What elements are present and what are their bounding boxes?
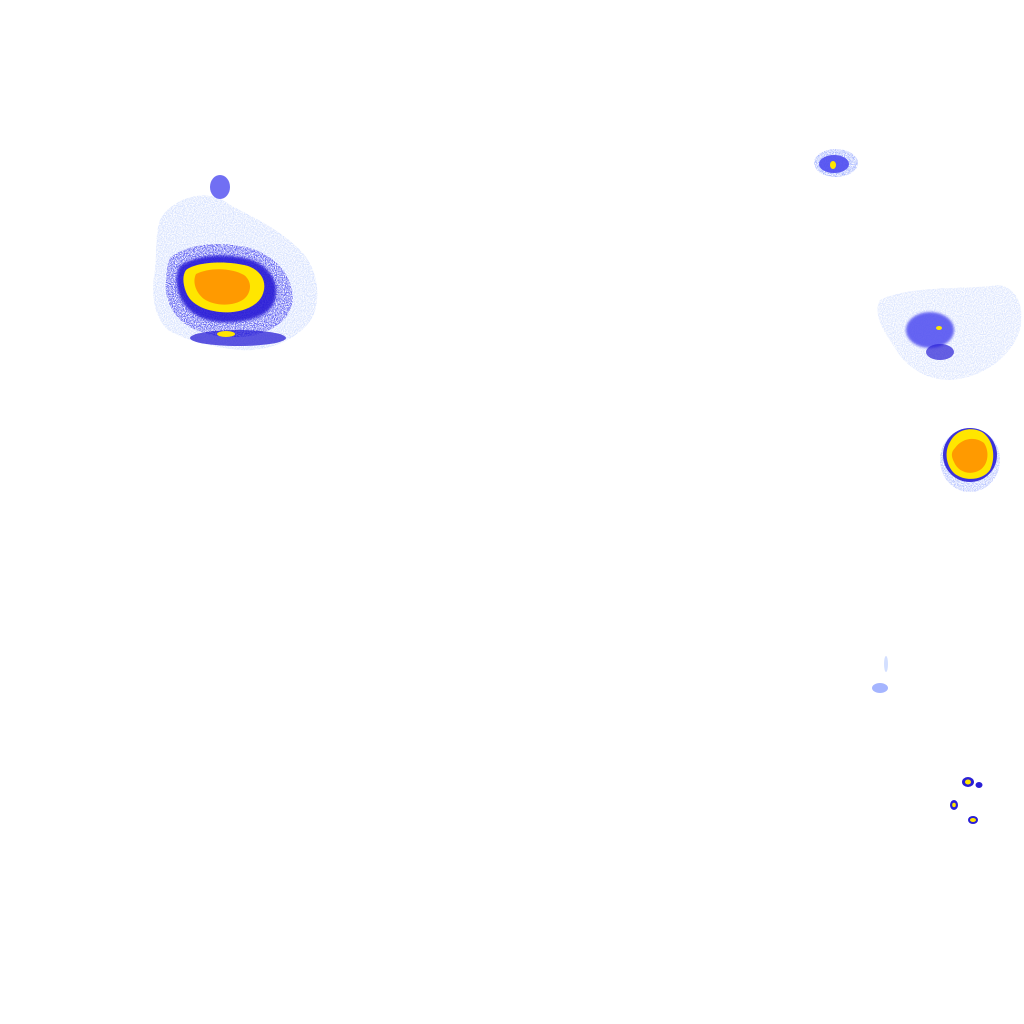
- speck-2: [975, 782, 983, 788]
- cell-northeast-small-core: [830, 161, 836, 169]
- speck-4-core: [970, 818, 976, 822]
- cell-east-scattered-lower: [926, 344, 954, 360]
- cell-northwest: [153, 175, 318, 351]
- cell-southeast-trace: [872, 656, 888, 693]
- cell-east-core: [940, 428, 1000, 492]
- cell-northwest-top-knot: [210, 175, 230, 199]
- cell-east-scattered-body: [906, 312, 954, 348]
- cell-northeast-small: [814, 149, 858, 177]
- speck-1-core: [965, 779, 971, 785]
- cell-northwest-bottom-yellow: [217, 331, 235, 337]
- cell-southeast-trace-blob: [872, 683, 888, 693]
- cell-northwest-bottom-band: [190, 330, 286, 346]
- speck-3-core: [952, 802, 956, 808]
- cell-east-core-orange: [951, 438, 988, 473]
- cell-southeast-specks: [950, 777, 983, 824]
- cell-east-scattered: [877, 285, 1022, 380]
- cell-northwest-core-orange: [194, 269, 250, 305]
- cell-east-scattered-core: [936, 326, 942, 330]
- cell-southeast-trace-tail: [884, 656, 888, 672]
